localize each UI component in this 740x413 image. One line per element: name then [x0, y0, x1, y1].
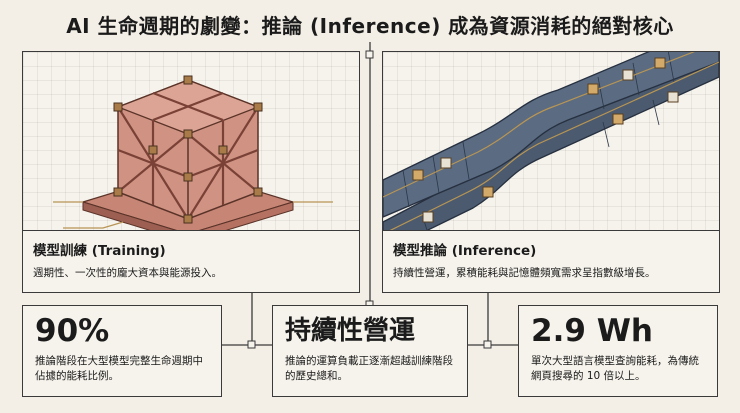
- stat-description: 推論的運算負載正逐漸超越訓練階段的歷史總和。: [285, 355, 453, 382]
- stat-description: 單次大型語言模型查詢能耗，為傳統網頁搜尋的 10 倍以上。: [531, 355, 699, 382]
- inference-description: 持續性營運，累積能耗與記憶體頻寬需求呈指數級增長。: [393, 267, 656, 279]
- training-caption: 模型訓練 (Training) 週期性、一次性的龐大資本與能源投入。: [23, 230, 359, 292]
- stat-card-energy-share: 90% 推論階段在大型模型完整生命週期中佔據的能耗比例。: [22, 305, 222, 397]
- training-heading: 模型訓練 (Training): [33, 243, 166, 259]
- inference-conveyor-illustration: [383, 52, 719, 230]
- training-panel: 模型訓練 (Training) 週期性、一次性的龐大資本與能源投入。: [22, 51, 360, 293]
- inference-panel: 模型推論 (Inference) 持續性營運，累積能耗與記憶體頻寬需求呈指數級增…: [382, 51, 720, 293]
- stat-description: 推論階段在大型模型完整生命週期中佔據的能耗比例。: [35, 355, 203, 382]
- stat-card-query-energy: 2.9 Wh 單次大型語言模型查詢能耗，為傳統網頁搜尋的 10 倍以上。: [518, 305, 718, 397]
- stat-value: 90%: [35, 313, 110, 349]
- training-description: 週期性、一次性的龐大資本與能源投入。: [33, 267, 222, 279]
- inference-heading: 模型推論 (Inference): [393, 243, 537, 259]
- stat-card-continuous-operation: 持續性營運 推論的運算負載正逐漸超越訓練階段的歷史總和。: [272, 305, 468, 397]
- page-title: AI 生命週期的劇變：推論 (Inference) 成為資源消耗的絕對核心: [66, 14, 674, 38]
- training-lattice-illustration: [53, 75, 333, 230]
- stat-value: 持續性營運: [285, 316, 416, 346]
- stat-value: 2.9 Wh: [531, 313, 653, 349]
- inference-caption: 模型推論 (Inference) 持續性營運，累積能耗與記憶體頻寬需求呈指數級增…: [383, 230, 719, 292]
